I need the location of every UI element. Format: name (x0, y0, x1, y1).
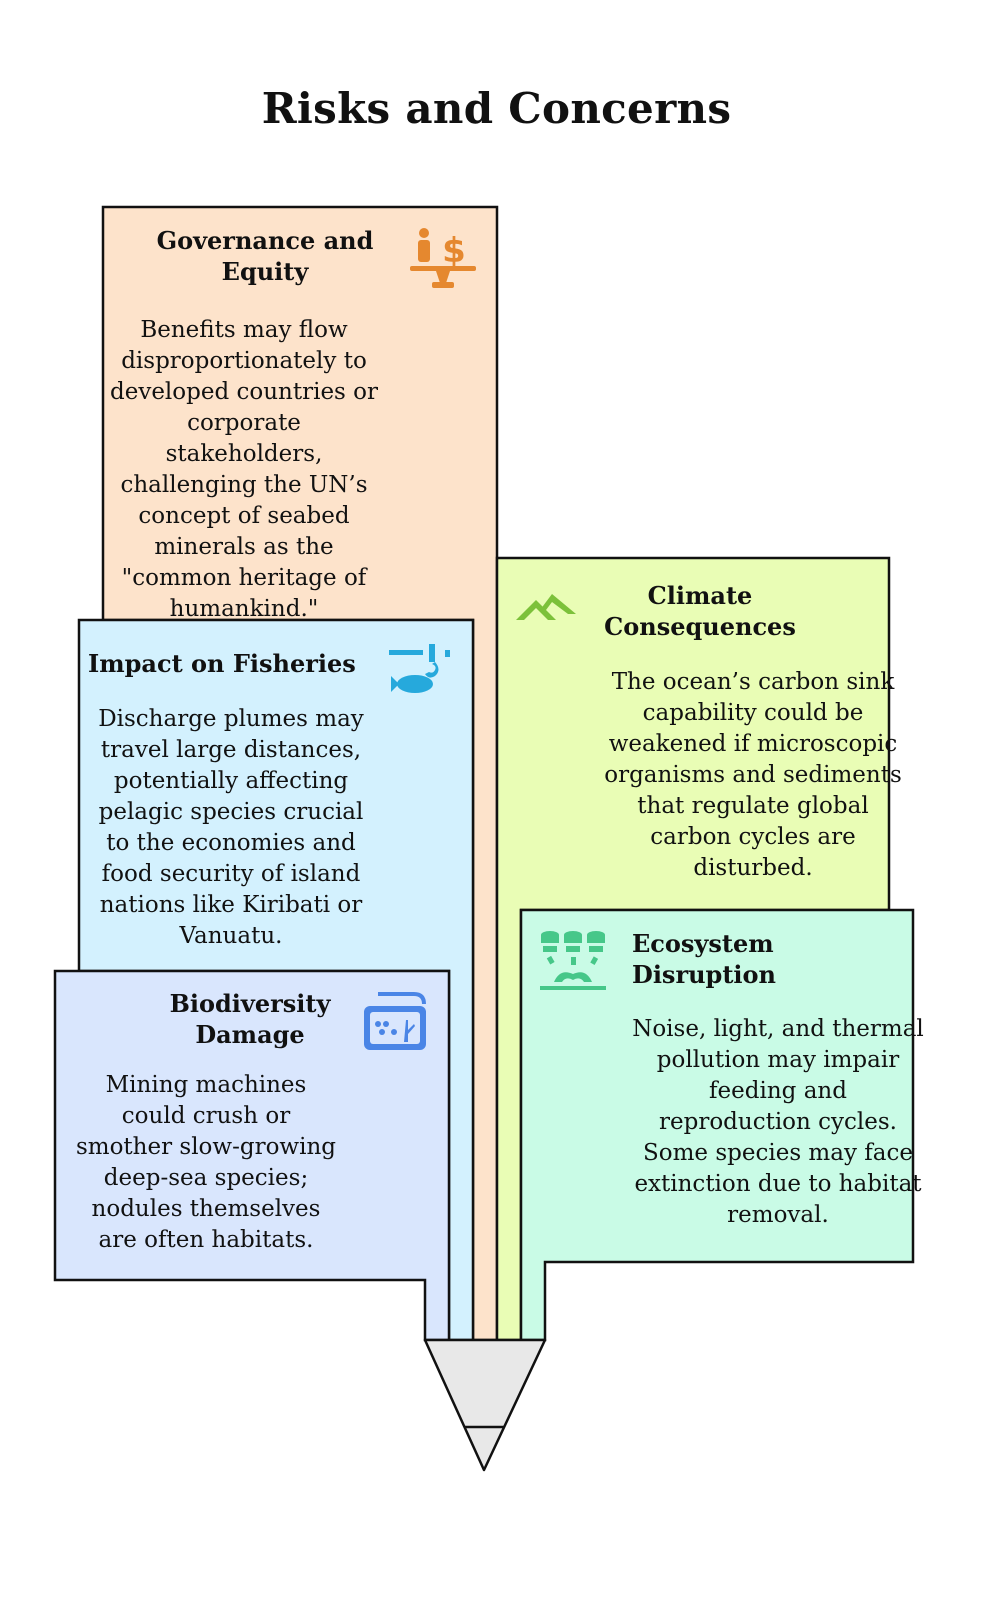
fishing-hook-fish-icon (389, 644, 450, 693)
ecosystem-body: Noise, light, and thermal pollution may … (632, 1016, 924, 1228)
seaweed-ecosystem-icon (540, 931, 606, 990)
climate-body: The ocean’s carbon sink capability could… (604, 669, 902, 881)
biodiversity-title: Biodiversity Damage (169, 989, 331, 1049)
diagram-title: Risks and Concerns (261, 84, 732, 133)
biodiversity-icon-details (375, 1020, 415, 1042)
balance-scale-person-dollar-icon: $ (410, 228, 476, 288)
svg-text:$: $ (442, 231, 466, 271)
governance-icon-shapes: $ (410, 228, 476, 288)
climate-title: Climate Consequences (604, 581, 796, 641)
fisheries-icon-shapes (389, 644, 450, 693)
fisheries-title: Impact on Fisheries (88, 649, 356, 678)
climate-icon-shapes (516, 594, 576, 620)
aquarium-coral-icon (364, 992, 426, 1050)
biodiversity-body: Mining machines could crush or smother s… (75, 1072, 337, 1253)
ecosystem-icon-shapes (540, 931, 606, 990)
fisheries-body: Discharge plumes may travel large distan… (98, 706, 364, 949)
governance-body: Benefits may flow disproportionately to … (109, 317, 379, 622)
ecosystem-title: Ecosystem Disruption (632, 929, 776, 989)
pencil-tip (423, 1338, 547, 1472)
governance-title: Governance and Equity (156, 226, 374, 286)
chevron-peaks-icon (516, 594, 576, 620)
